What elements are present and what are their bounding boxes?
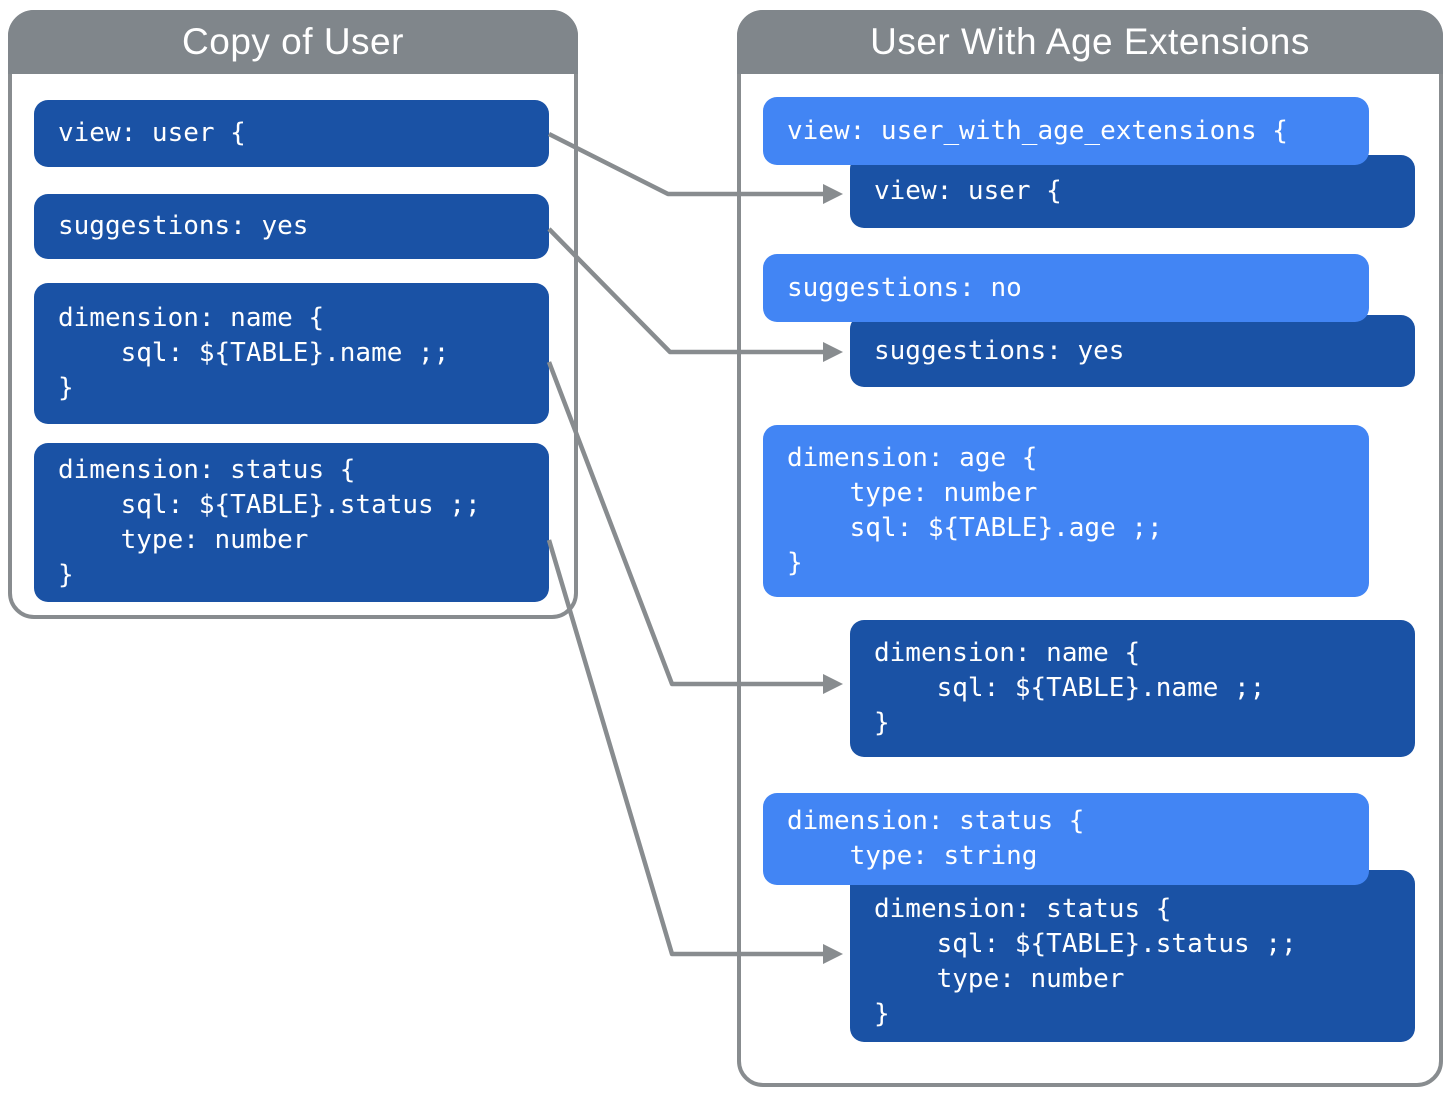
- right-inherited-dimension-status-code: dimension: status { sql: ${TABLE}.status…: [874, 894, 1297, 1029]
- right-dimension-status-override-block: dimension: status { type: string: [763, 793, 1369, 885]
- right-inherited-dimension-status-block: dimension: status { sql: ${TABLE}.status…: [850, 870, 1415, 1042]
- right-view-extension-code: view: user_with_age_extensions {: [787, 115, 1288, 146]
- left-suggestions-code: suggestions: yes: [58, 211, 309, 241]
- left-dimension-name-code: dimension: name { sql: ${TABLE}.name ;; …: [58, 303, 450, 403]
- left-suggestions-block: suggestions: yes: [34, 194, 549, 259]
- right-suggestions-override-block: suggestions: no: [763, 254, 1369, 322]
- right-inherited-dimension-name-block: dimension: name { sql: ${TABLE}.name ;; …: [850, 620, 1415, 757]
- right-inherited-suggestions-block: suggestions: yes: [850, 315, 1415, 387]
- right-view-extension-block: view: user_with_age_extensions {: [763, 97, 1369, 165]
- right-dimension-status-override-code: dimension: status { type: string: [787, 806, 1085, 871]
- left-dimension-status-code: dimension: status { sql: ${TABLE}.status…: [58, 454, 481, 590]
- copy-of-user-header: Copy of User: [8, 10, 578, 74]
- user-with-age-extensions-title: User With Age Extensions: [870, 21, 1310, 62]
- user-with-age-extensions-header: User With Age Extensions: [737, 10, 1443, 74]
- left-dimension-status-block: dimension: status { sql: ${TABLE}.status…: [34, 443, 549, 602]
- right-suggestions-override-code: suggestions: no: [787, 272, 1022, 303]
- left-dimension-name-block: dimension: name { sql: ${TABLE}.name ;; …: [34, 283, 549, 424]
- right-dimension-age-block: dimension: age { type: number sql: ${TAB…: [763, 425, 1369, 597]
- right-inherited-suggestions-code: suggestions: yes: [874, 335, 1125, 366]
- right-dimension-age-code: dimension: age { type: number sql: ${TAB…: [787, 443, 1163, 578]
- right-inherited-view-user-code: view: user {: [874, 176, 1062, 206]
- right-inherited-dimension-name-code: dimension: name { sql: ${TABLE}.name ;; …: [874, 638, 1266, 738]
- left-view-user-block: view: user {: [34, 100, 549, 167]
- right-inherited-view-user-block: view: user {: [850, 155, 1415, 228]
- left-view-user-code: view: user {: [58, 118, 246, 148]
- copy-of-user-title: Copy of User: [182, 21, 404, 62]
